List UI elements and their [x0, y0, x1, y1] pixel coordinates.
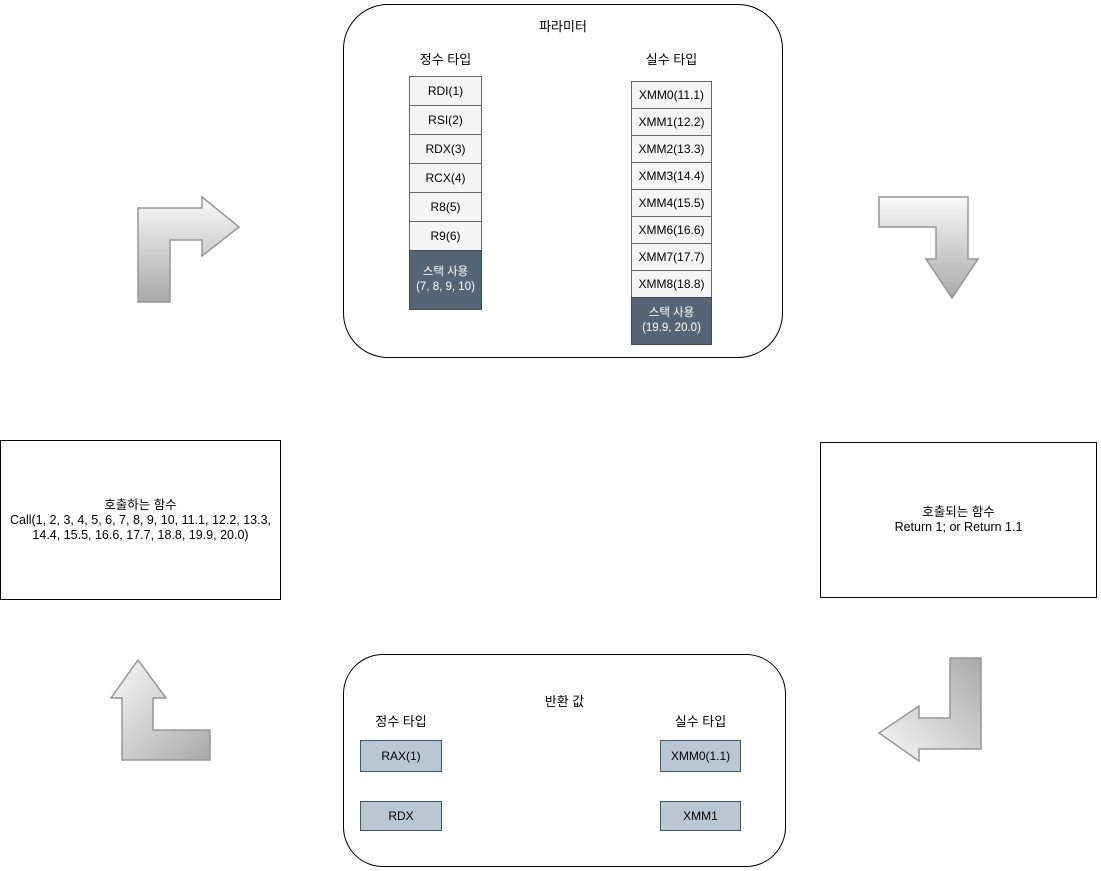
caller-call-line1: Call(1, 2, 3, 4, 5, 6, 7, 8, 9, 10, 11.1…	[9, 512, 272, 527]
register-box-rax: RAX(1)	[360, 740, 442, 772]
register-box-xmm1-return: XMM1	[660, 801, 741, 831]
register-box-r9: R9(6)	[409, 221, 482, 251]
caller-call-line2: 14.4, 15.5, 16.6, 17.7, 18.8, 19.9, 20.0…	[32, 527, 249, 542]
float-stack-usage-label: 스택 사용	[648, 307, 695, 319]
integer-stack-usage-values: (7, 8, 9, 10)	[416, 281, 475, 293]
return-float-header: 실수 타입	[674, 714, 727, 729]
register-box-xmm2: XMM2(13.3)	[631, 135, 712, 163]
caller-function-box: 호출하는 함수 Call(1, 2, 3, 4, 5, 6, 7, 8, 9, …	[0, 440, 281, 600]
register-box-rdx-return: RDX	[360, 801, 442, 831]
parameters-panel: 파라미터 정수 타입 실수 타입 RDI(1) RSI(2) RDX(3) RC…	[343, 4, 783, 358]
parameters-panel-title: 파라미터	[539, 19, 587, 34]
parameters-integer-column: RDI(1) RSI(2) RDX(3) RCX(4) R8(5) R9(6) …	[409, 76, 482, 310]
register-box-xmm6: XMM6(16.6)	[631, 216, 712, 244]
register-box-rcx: RCX(4)	[409, 163, 482, 193]
register-box-rdx: RDX(3)	[409, 134, 482, 164]
caller-function-title: 호출하는 함수	[104, 497, 177, 512]
parameters-float-header: 실수 타입	[645, 52, 698, 67]
integer-stack-usage-label: 스택 사용	[422, 266, 469, 278]
register-box-xmm1: XMM1(12.2)	[631, 108, 712, 136]
callee-return-line: Return 1; or Return 1.1	[894, 520, 1023, 534]
register-box-rdi: RDI(1)	[409, 76, 482, 106]
arrow-parameters-to-callee-icon	[878, 196, 980, 300]
float-stack-usage-values: (19.9, 20.0)	[642, 322, 701, 334]
return-integer-header: 정수 타입	[375, 714, 427, 729]
arrow-callee-to-return-icon	[877, 657, 982, 763]
parameters-float-column: XMM0(11.1) XMM1(12.2) XMM2(13.3) XMM3(14…	[631, 81, 712, 345]
register-box-xmm3: XMM3(14.4)	[631, 162, 712, 190]
arrow-return-to-caller-icon	[109, 658, 211, 761]
return-value-panel-title: 반환 값	[544, 694, 585, 709]
register-box-xmm4: XMM4(15.5)	[631, 189, 712, 217]
register-box-xmm8: XMM8(18.8)	[631, 270, 712, 298]
register-box-rsi: RSI(2)	[409, 105, 482, 135]
register-box-xmm0-return: XMM0(1.1)	[660, 740, 741, 772]
callee-function-box: 호출되는 함수 Return 1; or Return 1.1	[820, 442, 1097, 598]
register-box-r8: R8(5)	[409, 192, 482, 222]
return-value-panel: 반환 값 정수 타입 실수 타입 RAX(1) RDX XMM0(1.1) XM…	[343, 654, 786, 867]
register-box-xmm0: XMM0(11.1)	[631, 81, 712, 109]
callee-function-title: 호출되는 함수	[922, 505, 995, 519]
register-box-xmm7: XMM7(17.7)	[631, 243, 712, 271]
float-stack-usage-box: 스택 사용 (19.9, 20.0)	[631, 297, 712, 345]
integer-stack-usage-box: 스택 사용 (7, 8, 9, 10)	[409, 250, 482, 310]
parameters-integer-header: 정수 타입	[419, 52, 472, 67]
arrow-caller-to-parameters-icon	[137, 195, 241, 303]
